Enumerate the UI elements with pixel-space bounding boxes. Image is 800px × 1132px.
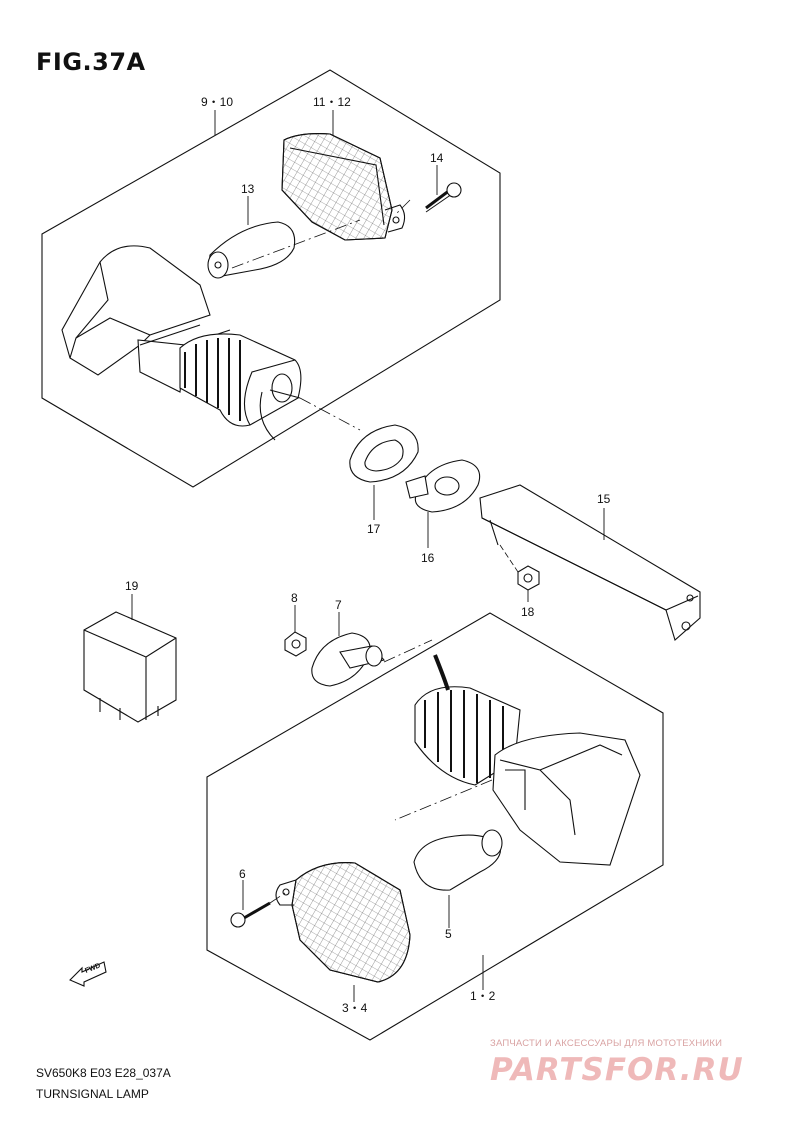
callout-14: 14 (430, 151, 444, 165)
grommet-7 (311, 632, 386, 687)
callout-19: 19 (125, 579, 139, 593)
lower-rubber-boot (414, 654, 521, 786)
spacer-16 (405, 459, 481, 513)
callout-8: 8 (291, 591, 298, 605)
nut-8 (284, 631, 307, 657)
bulb-13 (207, 221, 296, 279)
fwd-arrow-icon (69, 961, 107, 987)
callout-16: 16 (421, 551, 435, 565)
bulb-5 (413, 829, 503, 891)
callout-11-12: 11・12 (313, 95, 351, 109)
callout-7: 7 (335, 598, 342, 612)
diagram-name: TURNSIGNAL LAMP (36, 1087, 149, 1101)
callout-6: 6 (239, 867, 246, 881)
grommet-17 (349, 424, 419, 483)
screw-14 (425, 182, 462, 213)
watermark-logo: PARTSFOR.RU (490, 1052, 744, 1088)
upper-lens (281, 133, 406, 241)
upper-assembly-frame (41, 69, 501, 488)
upper-rubber-boot (179, 333, 302, 441)
watermark-tagline: ЗАПЧАСТИ И АКСЕССУАРЫ ДЛЯ МОТОТЕХНИКИ (490, 1038, 723, 1049)
relay-19 (83, 611, 177, 723)
callout-17: 17 (367, 522, 381, 536)
callout-15: 15 (597, 492, 611, 506)
callout-1-2: 1・2 (470, 989, 496, 1003)
callout-3-4: 3・4 (342, 1001, 368, 1015)
lower-assembly-guides (269, 639, 493, 904)
callout-18: 18 (521, 605, 535, 619)
nut-18 (499, 544, 540, 591)
leader-lines (131, 110, 605, 1002)
callout-9-10: 9・10 (201, 95, 233, 109)
screw-6 (230, 901, 271, 928)
callout-13: 13 (241, 182, 255, 196)
upper-assembly-guides (231, 199, 411, 431)
lower-lens (275, 862, 411, 983)
figure-title: FIG.37A (36, 48, 146, 76)
diagram-model-code: SV650K8 E03 E28_037A (36, 1066, 171, 1080)
callout-5: 5 (445, 927, 452, 941)
lower-assembly-frame (206, 612, 664, 1041)
lower-lamp-housing (492, 732, 641, 866)
bracket-15 (479, 484, 701, 641)
